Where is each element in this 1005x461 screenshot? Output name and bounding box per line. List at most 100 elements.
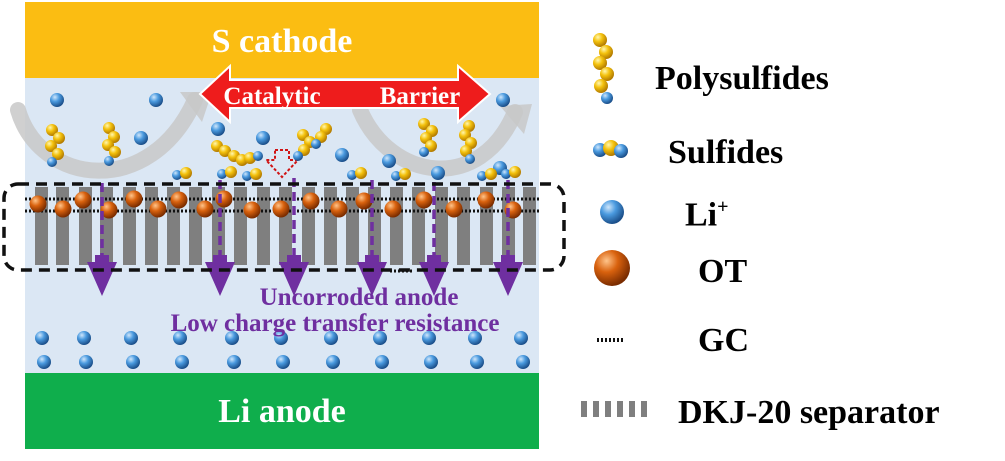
sulfide-bead [509, 166, 521, 178]
flux-arrowhead [357, 255, 387, 296]
legend-separator-icon [617, 401, 623, 417]
legend-polysulfide-icon [601, 92, 613, 104]
barrier-curve-arrowhead-right [500, 104, 532, 134]
li-ion [77, 331, 91, 345]
sulfide-bead [172, 170, 182, 180]
sulfide-bead [501, 169, 511, 179]
legend-li-icon [600, 200, 624, 224]
red-double-arrow [198, 63, 492, 125]
li-ion [496, 93, 510, 107]
ot-sphere [243, 201, 261, 219]
li-ion [335, 148, 349, 162]
ot-sphere [149, 200, 167, 218]
ot-sphere [215, 190, 233, 208]
li-ion [514, 331, 528, 345]
ot-sphere [355, 192, 373, 210]
catalytic-curve-arrowhead-left [180, 92, 212, 122]
polysulfide-bead [53, 132, 65, 144]
barrier-label: Barrier [380, 83, 461, 110]
polysulfide-bead [45, 140, 57, 152]
li-ion [149, 93, 163, 107]
li-ion [373, 331, 387, 345]
ot-sphere [54, 200, 72, 218]
li-ion [468, 331, 482, 345]
li-ion [324, 331, 338, 345]
polysulfide-bead [52, 148, 64, 160]
li-ion [37, 355, 51, 369]
legend-polysulfide-icon [594, 79, 608, 93]
polysulfide-bead [219, 145, 231, 157]
separator-bar [435, 187, 448, 265]
legend-polysulfide-icon [599, 45, 613, 59]
polysulfide-bead [103, 122, 115, 134]
flux-arrowhead [279, 255, 309, 296]
anode-label: Li anode [218, 393, 346, 430]
legend-polysulfides-label: Polysulfides [655, 60, 829, 97]
sulfide-bead [242, 171, 252, 181]
ot-sphere [196, 200, 214, 218]
legend-separator-label: DKJ-20 separator [678, 394, 940, 431]
flux-arrowhead [493, 255, 523, 296]
polysulfide-bead [253, 151, 263, 161]
legend-icons [581, 33, 647, 417]
li-ion [173, 331, 187, 345]
legend-polysulfide-icon [593, 33, 607, 47]
polysulfide-bead [244, 152, 256, 164]
ot-sphere [415, 191, 433, 209]
li-ion [211, 122, 225, 136]
ot-sphere [29, 195, 47, 213]
sulfide-bead [477, 171, 487, 181]
li-ion [256, 131, 270, 145]
ot-sphere [445, 200, 463, 218]
hollow-down-arrow [263, 149, 301, 179]
ot-sphere [384, 200, 402, 218]
ot-sphere [272, 200, 290, 218]
li-ion [175, 355, 189, 369]
flux-arrows [87, 178, 523, 296]
ot-sphere [302, 192, 320, 210]
legend-gc-label: GC [698, 322, 749, 359]
legend-ot-icon [594, 250, 630, 286]
separator-bar [234, 187, 247, 265]
legend-separator-icon [629, 401, 635, 417]
li-ion [326, 355, 340, 369]
separator-dashed-box [2, 182, 566, 272]
li-ion [424, 355, 438, 369]
ot-sphere [477, 191, 495, 209]
li-ion [516, 355, 530, 369]
separator-bar [257, 187, 270, 265]
flux-arrowhead [205, 255, 235, 296]
polysulfide-bead [418, 118, 430, 130]
li-ion [126, 355, 140, 369]
sulfide-bead [347, 170, 357, 180]
li-ion [276, 355, 290, 369]
li-ion [50, 93, 64, 107]
flux-arrowhead [419, 255, 449, 296]
sulfide-bead [180, 167, 192, 179]
li-ion [382, 154, 396, 168]
catalytic-label: Catalytic [223, 83, 320, 110]
separator-bar [523, 187, 536, 265]
sulfide-bead [399, 168, 411, 180]
polysulfide-bead [460, 145, 472, 157]
li-ion [225, 331, 239, 345]
ot-sphere [100, 201, 118, 219]
polysulfide-bead [293, 151, 303, 161]
ot-sphere [170, 191, 188, 209]
li-ion [227, 355, 241, 369]
legend-li-sup: + [717, 196, 729, 218]
catalytic-curve-arrow-left [10, 92, 203, 179]
li-ion [134, 131, 148, 145]
li-ion [124, 331, 138, 345]
note-uncorroded: Uncorroded anode [260, 284, 459, 311]
legend-li-text: Li [685, 196, 718, 234]
li-ion [375, 355, 389, 369]
flux-arrowhead [87, 255, 117, 296]
ot-sphere [74, 191, 92, 209]
cathode-layer [25, 2, 539, 78]
cathode-label: S cathode [212, 23, 353, 60]
sulfide-bead [250, 168, 262, 180]
legend-sulfide-icon [614, 144, 628, 158]
separator-bar [346, 187, 359, 265]
